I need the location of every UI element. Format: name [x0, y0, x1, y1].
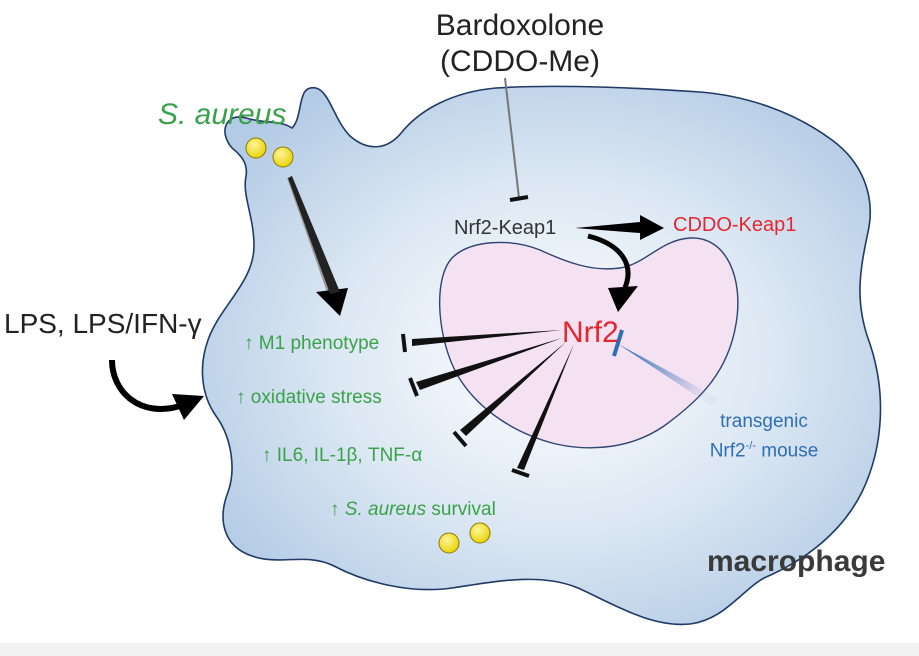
inhibition-wedge-ox: [416, 338, 562, 390]
bacterium-icon: [469, 522, 491, 544]
inhibition-wedge-il: [460, 342, 566, 436]
nrf2-label: Nrf2: [562, 316, 619, 349]
effect-survival: ↑ S. aureus survival: [330, 500, 496, 519]
effect-survival-suffix: survival: [426, 499, 496, 520]
drug-code: (CDDO-Me): [440, 45, 600, 78]
footer-strip: [0, 643, 919, 656]
bacterium-icon: [438, 532, 460, 554]
arrow-wedge-saureus: [288, 176, 340, 294]
arrow-saureus: [287, 177, 329, 293]
complex-label: Nrf2-Keap1: [454, 217, 557, 239]
inhibition-wedge-sv: [517, 344, 574, 470]
drug-complex-label: CDDO-Keap1: [673, 214, 797, 236]
drug-name: Bardoxolone: [435, 9, 605, 42]
arrow-head-nrf2: [608, 286, 638, 312]
bacterium-icon: [245, 137, 267, 159]
inhibition-wedge-m1: [412, 330, 562, 346]
effect-survival-pathogen: S. aureus: [344, 499, 427, 520]
knockout-bar: [612, 329, 624, 357]
knockout-genotype: -/-: [745, 440, 756, 452]
effect-cytokines: ↑ IL6, IL-1β, TNF-α: [262, 445, 423, 466]
arrow-complex-to-cddo: [575, 215, 664, 240]
stimulus-label: LPS, LPS/IFN-γ: [4, 308, 202, 339]
effect-oxidative: ↑ oxidative stress: [236, 387, 382, 408]
knockout-label: transgenic Nrf2-/- mouse: [694, 410, 834, 463]
nucleus: [438, 237, 739, 449]
pathogen-label: S. aureus: [158, 98, 287, 131]
knockout-gene: Nrf2: [709, 440, 746, 462]
inhibition-bar-drug: [509, 195, 529, 202]
inhibition-bar-ox: [408, 377, 419, 397]
arrow-complex-to-nrf2: [587, 233, 631, 292]
knockout-fan: [618, 344, 718, 406]
inhibition-line-drug: [504, 77, 520, 199]
knockout-organism: mouse: [755, 440, 819, 462]
arrow-lps: [109, 359, 181, 412]
bacterium-icon: [272, 146, 294, 168]
inhibition-bar-sv: [511, 468, 530, 478]
inhibition-bar-m1: [401, 333, 407, 353]
arrow-head-saureus: [316, 288, 348, 316]
knockout-line2: Nrf2-/- mouse: [694, 434, 834, 463]
knockout-line1: transgenic: [720, 411, 808, 432]
drug-label: Bardoxolone (CDDO-Me): [430, 8, 610, 80]
arrow-head-lps: [172, 394, 204, 420]
inhibition-bar-il: [452, 430, 468, 448]
effect-m1: ↑ M1 phenotype: [244, 333, 380, 354]
cell-label: macrophage: [707, 545, 886, 578]
effect-survival-prefix: ↑: [330, 499, 345, 520]
